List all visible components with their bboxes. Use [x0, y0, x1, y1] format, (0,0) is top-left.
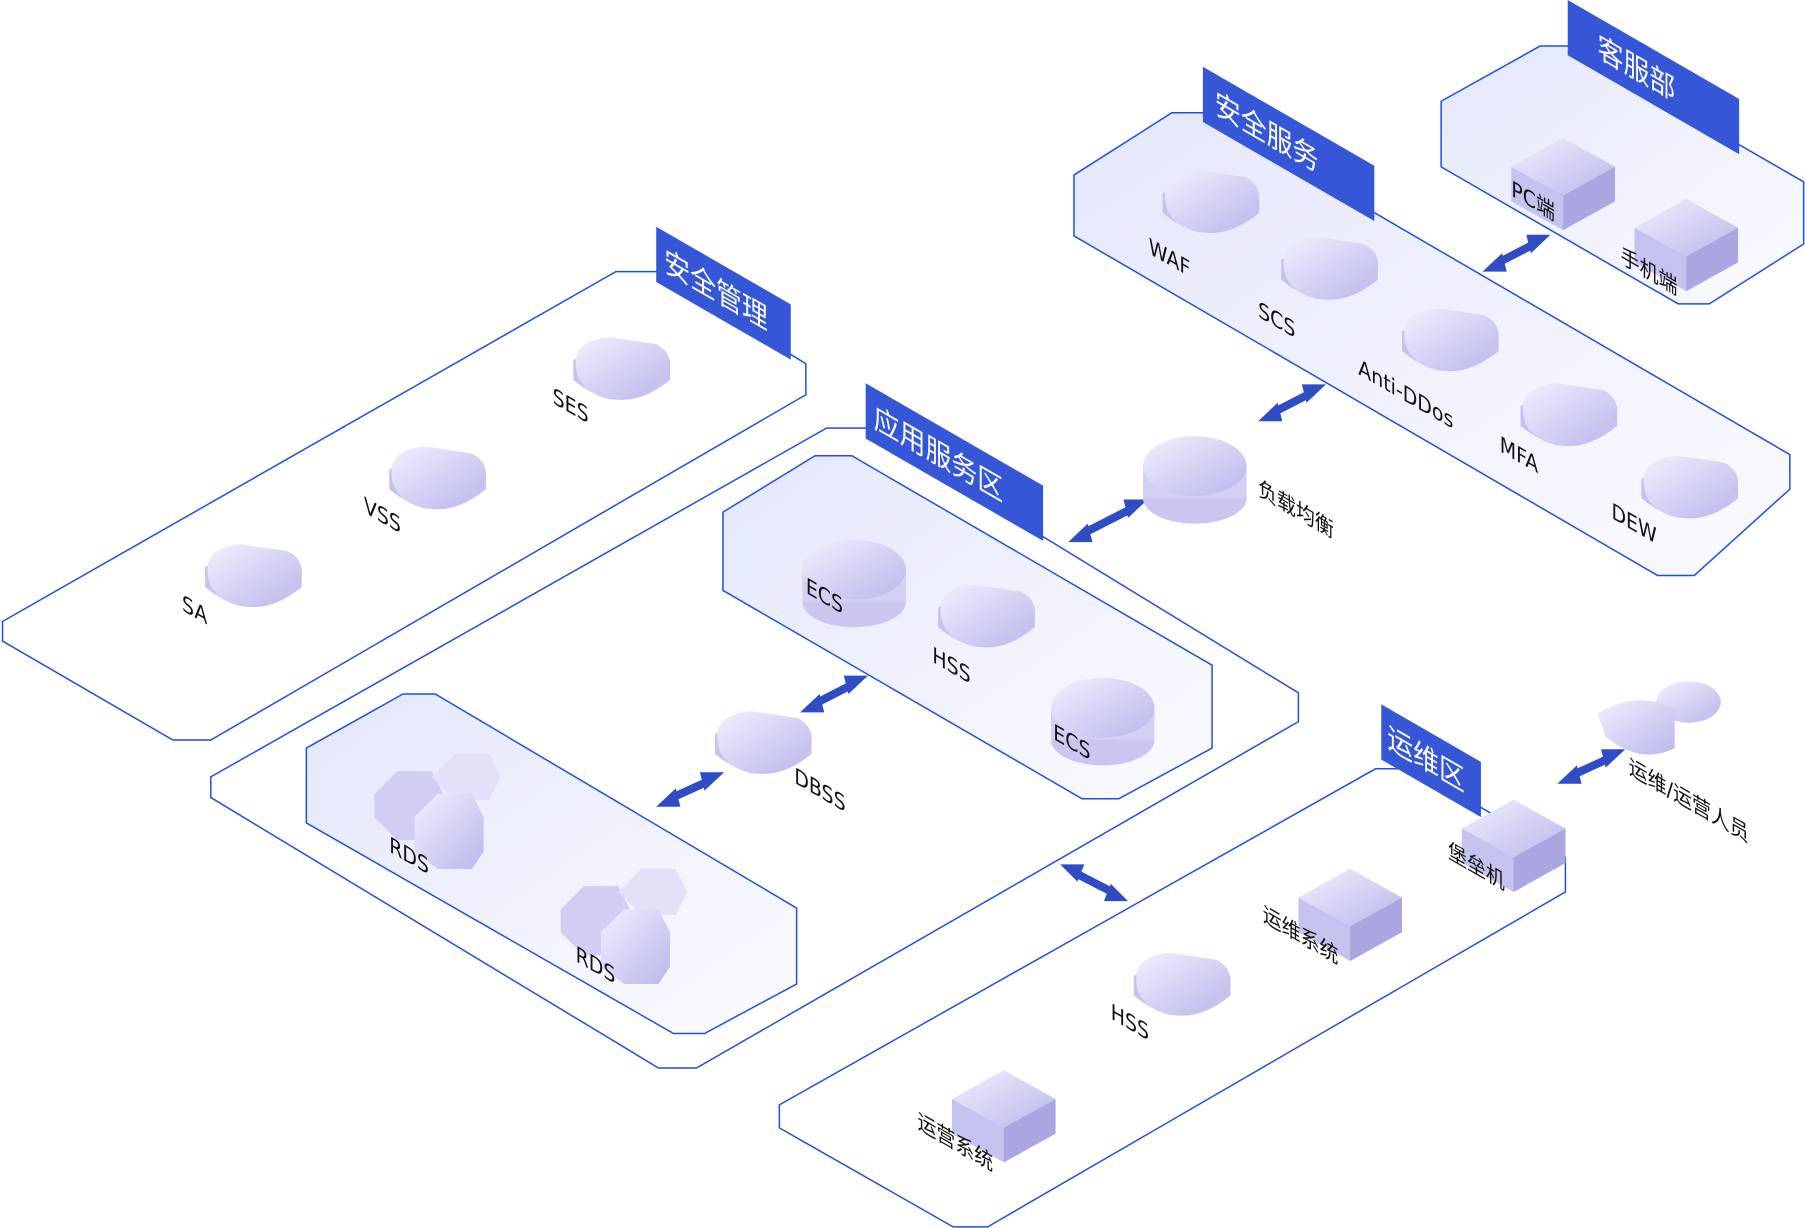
double-arrow-icon: [1068, 499, 1148, 543]
double-arrow-icon: [1060, 864, 1129, 902]
load-balancer-icon: [1143, 436, 1247, 524]
node-label: 负载均衡: [1258, 476, 1334, 545]
node-label: 运维/运营人员: [1629, 754, 1749, 848]
double-arrow-icon: [1482, 234, 1551, 272]
person-icon: [1597, 681, 1721, 755]
double-arrow-icon: [1557, 749, 1626, 784]
double-arrow-icon: [656, 772, 725, 807]
double-arrow-icon: [1258, 384, 1327, 422]
double-arrow-icon: [800, 675, 868, 713]
